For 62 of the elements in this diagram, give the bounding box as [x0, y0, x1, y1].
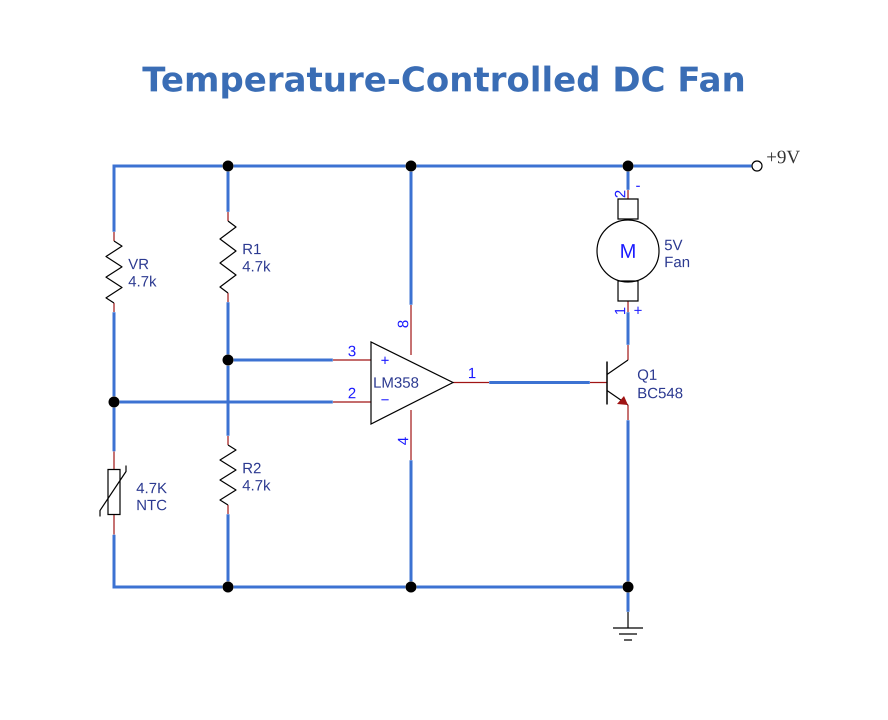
part-label: 4.7k [242, 260, 271, 272]
pin-number: − [381, 399, 389, 400]
wire [626, 312, 630, 345]
wire [234, 164, 406, 168]
wire [226, 172, 230, 212]
part-label: R2 [243, 462, 261, 474]
junction-dot [222, 160, 234, 172]
junction-dot [406, 160, 416, 172]
part-label: 4.7K [136, 482, 167, 494]
part-label: R1 [243, 244, 261, 254]
wire [226, 366, 230, 436]
title: Temperature-Controlled DC Fan [142, 66, 744, 98]
pin-number: 2 [348, 388, 356, 398]
wire [489, 381, 590, 384]
resistor-symbol [219, 435, 237, 515]
terminal-circle [751, 160, 763, 172]
part-label: NTC [137, 500, 166, 510]
wire [112, 164, 222, 232]
pin-number: - [636, 186, 640, 187]
wire [626, 592, 630, 612]
wire [410, 460, 412, 582]
wire [626, 172, 630, 190]
part-label: 5V [664, 240, 682, 250]
wire [626, 420, 630, 582]
pin-number: 1 [614, 308, 626, 314]
wire [112, 408, 116, 452]
wire [410, 172, 412, 305]
junction-dot [622, 582, 634, 592]
wire [226, 514, 230, 582]
part-label: VR [128, 258, 148, 270]
junction-dot [108, 396, 120, 408]
part-label: Fan [665, 256, 690, 268]
ground-symbol [612, 611, 644, 641]
pin-number: 3 [348, 346, 356, 356]
wire [416, 164, 622, 168]
resistor-symbol [105, 231, 123, 313]
junction-dot [222, 354, 234, 366]
junction-dot [222, 582, 234, 592]
thermistor-symbol [99, 450, 127, 536]
pin-number: 1 [468, 368, 476, 378]
part-label: 4.7k [128, 276, 157, 286]
wire [120, 400, 333, 404]
junction-dot [406, 582, 416, 592]
part-label: BC548 [638, 388, 682, 398]
part-label: +9V [767, 150, 800, 164]
junction-dot [622, 160, 634, 172]
pin-number: + [634, 306, 642, 314]
part-label: Q1 [638, 369, 656, 383]
wire [234, 586, 406, 588]
transistor-symbol [589, 344, 629, 421]
pin-number: 8 [398, 320, 408, 328]
resistor-symbol [219, 211, 237, 303]
pin-number: 2 [614, 190, 626, 198]
wire [416, 586, 622, 588]
wire [634, 164, 752, 168]
part-label: 4.7k [242, 480, 271, 490]
wire [112, 312, 116, 396]
pin-number: + [381, 356, 389, 364]
wire [112, 534, 222, 588]
pin-number: 4 [398, 437, 408, 445]
wire [226, 302, 230, 354]
wire [234, 358, 333, 362]
